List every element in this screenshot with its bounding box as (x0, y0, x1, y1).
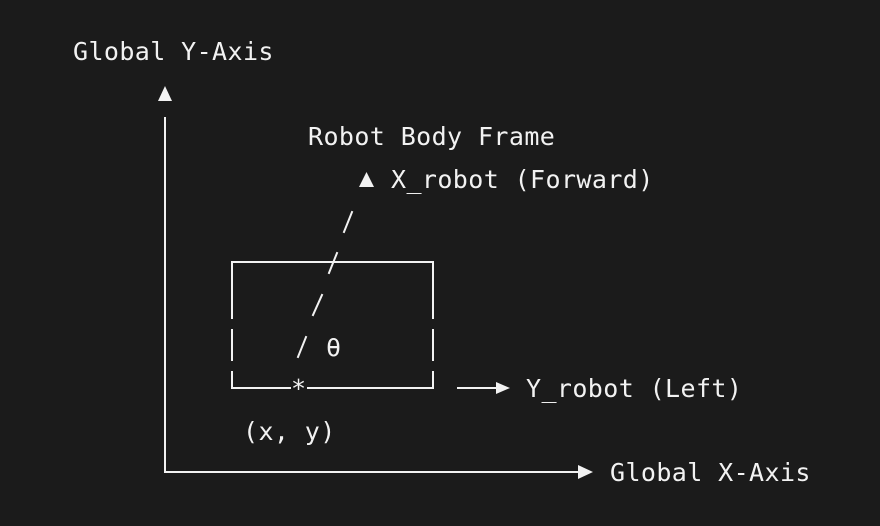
heading-line-segment-1 (342, 210, 354, 234)
robot-body-box-bottom-right (307, 371, 434, 389)
x-robot-label: X_robot (Forward) (391, 165, 654, 194)
robot-body-box-bottom-left (231, 371, 291, 389)
y-robot-arrowhead (496, 382, 510, 394)
robot-body-frame-label: Robot Body Frame (308, 122, 555, 151)
robot-position-label: (x, y) (243, 417, 336, 446)
heading-line-segment-3 (311, 293, 324, 317)
global-x-axis-label: Global X-Axis (610, 458, 811, 487)
global-y-arrowhead (158, 86, 172, 101)
robot-origin-marker: * (291, 374, 306, 403)
global-y-axis-label: Global Y-Axis (73, 37, 274, 66)
theta-label: θ (326, 333, 341, 362)
robot-body-box-top (231, 261, 434, 291)
heading-line-segment-4 (296, 335, 308, 359)
y-robot-label: Y_robot (Left) (526, 374, 742, 403)
x-robot-arrowhead (359, 172, 374, 187)
global-x-arrowhead (578, 465, 593, 479)
